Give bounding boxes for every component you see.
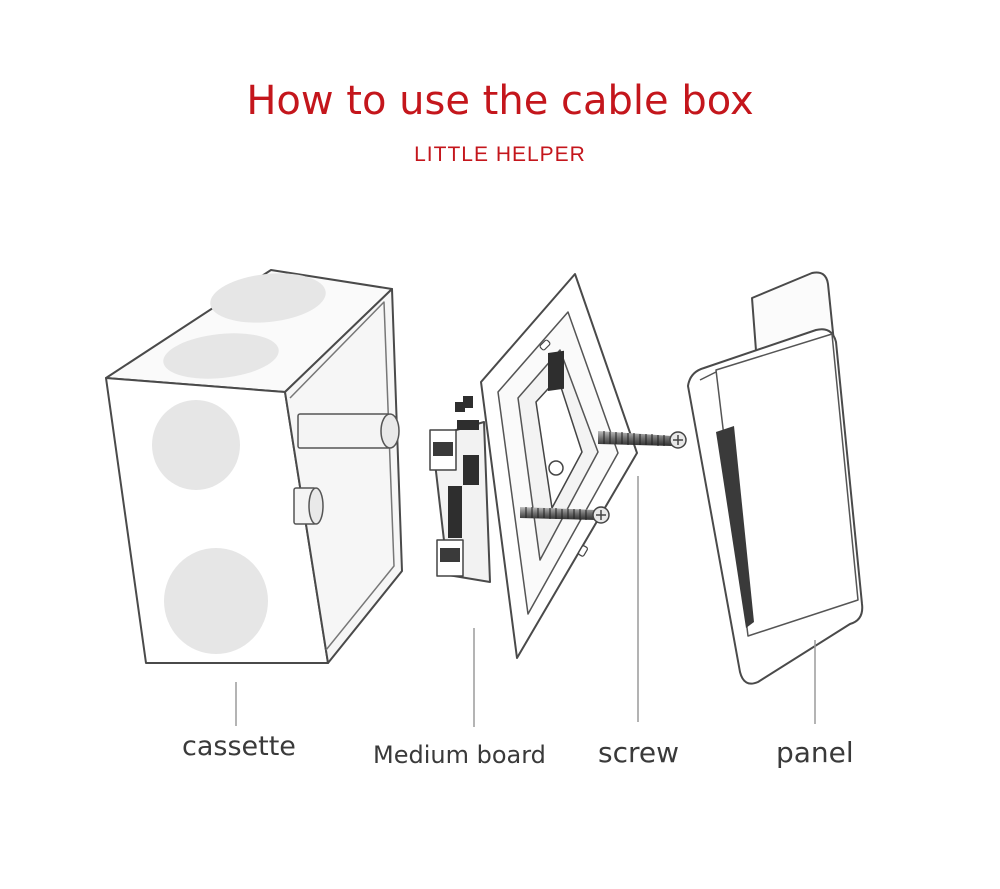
- cassette-pillar-upper: [297, 413, 400, 449]
- knockout-front-lower: [164, 548, 268, 654]
- knockout-top-large: [210, 273, 326, 323]
- cassette-pillar-lower: [293, 487, 324, 525]
- screw-upper: [598, 431, 687, 449]
- page-subtitle: LITTLE HELPER: [414, 143, 586, 166]
- cassette-illustration: [105, 269, 403, 664]
- label-cassette: cassette: [182, 731, 296, 762]
- label-panel: panel: [776, 736, 854, 769]
- label-medium-board: Medium board: [373, 741, 546, 769]
- screw-lower: [520, 506, 610, 524]
- medium-board-illustration: [429, 273, 638, 659]
- knockout-top-small: [163, 333, 279, 379]
- page-title: How to use the cable box: [246, 78, 754, 124]
- panel-illustration: [687, 271, 864, 685]
- label-screw: screw: [598, 736, 680, 769]
- cassette-inner-wall: [284, 288, 403, 664]
- knockout-front-upper: [152, 400, 240, 490]
